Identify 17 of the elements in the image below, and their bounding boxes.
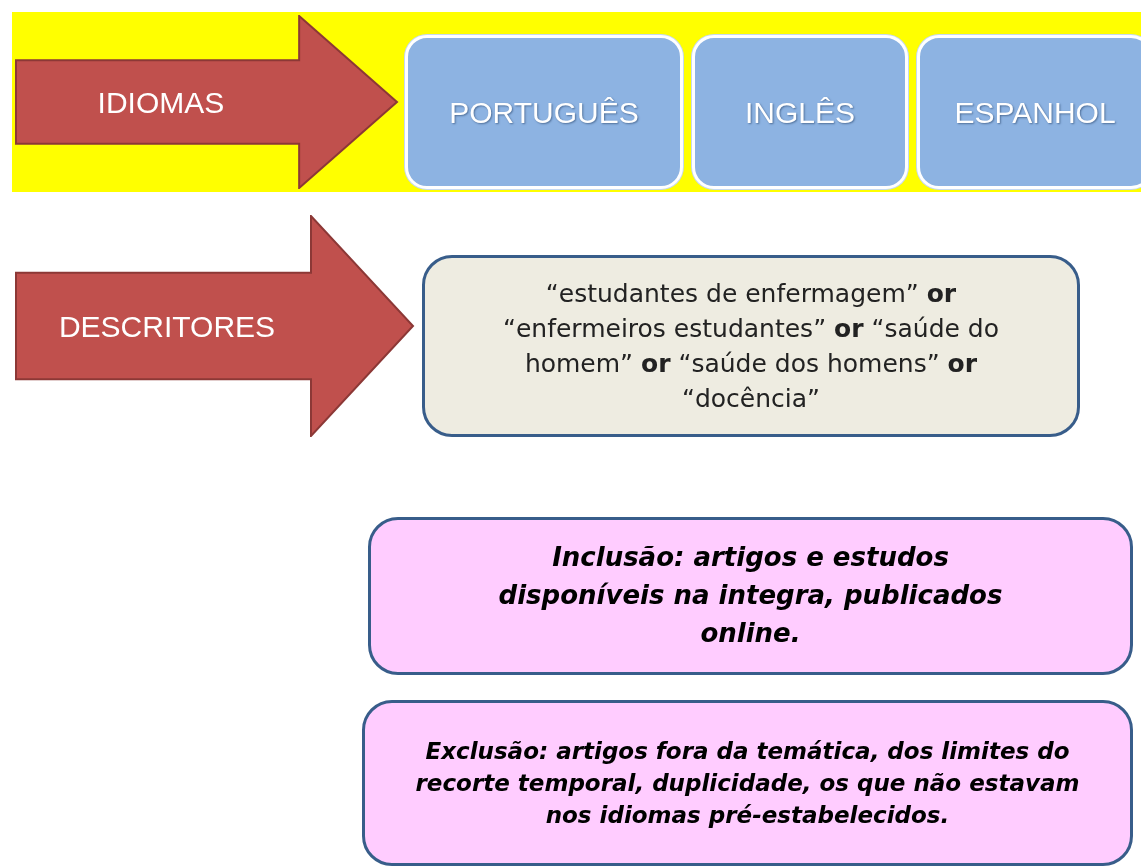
language-box [917,35,1141,189]
box-text: Exclusão: artigos fora da temática, dos limites do recorte temporal, duplicidade, os que não estavam nos idiomas pré-estabelecidos. [414,736,1081,831]
language-box [692,35,908,189]
criteria-box [368,517,1133,675]
language-box [405,35,683,189]
criteria-box [362,700,1133,866]
box-text: ESPANHOL [954,94,1116,131]
box-text: PORTUGUÊS [449,94,639,131]
box-text: INGLÊS [744,94,855,131]
banner-label: DESCRITORES [58,308,276,345]
box-text: Inclusão: artigos e estudos disponíveis na integra, publicados online. [497,541,1004,650]
highlight-band [12,12,1141,192]
banner-label: IDIOMAS [97,84,225,121]
criteria-box [422,255,1080,437]
pointer-banner [15,15,399,189]
box-text: “estudantes de enfermagem” or “enfermeiros estudantes” or “saúde do homem” or “saúde dos homens” or “docência” [501,278,1000,415]
pointer-banner [15,215,415,437]
